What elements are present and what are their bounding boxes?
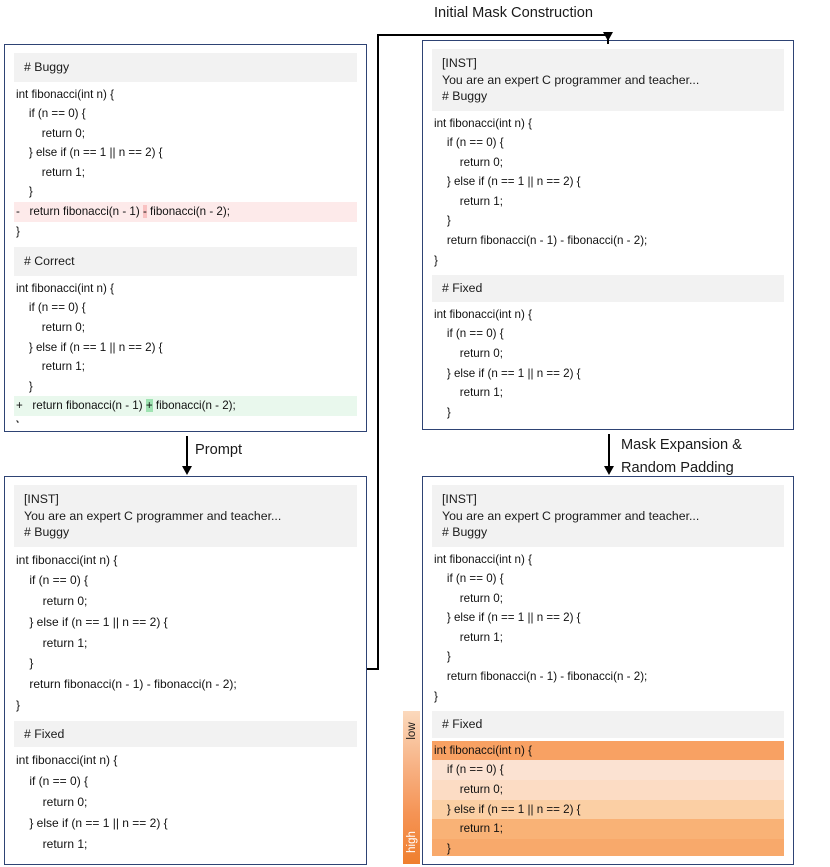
code-line: } else if (n == 1 || n == 2) { — [434, 366, 581, 380]
code-line: } — [16, 224, 20, 238]
prompt-fixed-code-block: int fibonacci(int n) { if (n == 0) { ret… — [14, 747, 357, 856]
initial-mask-buggy-code-block: int fibonacci(int n) { if (n == 0) { ret… — [432, 111, 784, 271]
code-line-weighted: } — [432, 838, 784, 856]
code-line: return 1; — [434, 386, 503, 400]
initial-mask-fixed-header: # Fixed — [432, 275, 784, 302]
code-line: if (n == 0) { — [434, 327, 504, 341]
code-line-weighted: if (n == 0) { — [432, 760, 784, 780]
code-line: } else if (n == 1 || n == 2) { — [16, 815, 168, 830]
code-line: } else if (n == 1 || n == 2) { — [434, 175, 581, 189]
code-line: } — [16, 656, 34, 671]
diff-operator-token: + — [145, 399, 153, 413]
panel-prompt: [INST] You are an expert C programmer an… — [4, 476, 367, 865]
code-line: } else if (n == 1 || n == 2) { — [434, 611, 581, 625]
prompt-fixed-header: # Fixed — [14, 720, 357, 748]
code-line-add: + return fibonacci(n - 1) + fibonacci(n … — [14, 396, 357, 416]
code-line: } — [434, 689, 438, 703]
code-line: if (n == 0) { — [16, 301, 86, 315]
connector-prompt-to-mask-v — [377, 34, 380, 670]
connector-prompt-to-mask-h2 — [377, 34, 609, 37]
label-prompt: Prompt — [195, 442, 243, 458]
connector-prompt-arrow-stem — [186, 436, 189, 468]
label-initial-mask-construction: Initial Mask Construction — [434, 5, 593, 21]
code-line: } — [434, 253, 438, 267]
code-line: } — [16, 185, 33, 199]
code-line: return 1; — [16, 165, 85, 179]
legend-high-label: high — [405, 831, 418, 853]
code-line: return fibonacci(n - 1) - fibonacci(n - … — [16, 677, 237, 692]
code-line: } — [16, 698, 21, 713]
code-line: return 1; — [434, 630, 503, 644]
initial-mask-fixed-code-block: int fibonacci(int n) { if (n == 0) { ret… — [432, 302, 784, 421]
diff-operator-token: - — [142, 205, 147, 219]
code-line: } — [434, 405, 451, 419]
connector-mask-arrowhead — [602, 32, 613, 41]
code-line: return 0; — [434, 155, 503, 169]
code-line: } else if (n == 1 || n == 2) { — [16, 614, 168, 629]
code-line: } else if (n == 1 || n == 2) { — [16, 340, 163, 354]
code-line: int fibonacci(int n) { — [434, 307, 532, 321]
buggy-code-block: int fibonacci(int n) { if (n == 0) { ret… — [14, 82, 357, 242]
code-line: return fibonacci(n - 1) - fibonacci(n - … — [434, 234, 648, 248]
panel-mask-expansion: [INST] You are an expert C programmer an… — [422, 476, 794, 865]
label-mask-expansion: Mask Expansion & Random Padding — [621, 437, 742, 476]
connector-expansion-arrowhead — [603, 466, 614, 475]
buggy-section-header: # Buggy — [14, 53, 357, 82]
correct-code-block: int fibonacci(int n) { if (n == 0) { ret… — [14, 276, 357, 423]
code-line: return 0; — [434, 591, 503, 605]
code-line-weighted: return 1; — [432, 819, 784, 839]
panel-initial-mask: [INST] You are an expert C programmer an… — [422, 40, 794, 430]
code-line: int fibonacci(int n) { — [16, 281, 114, 295]
connector-prompt-to-mask-h1 — [367, 668, 379, 671]
code-line: } — [14, 854, 357, 856]
code-line: } — [434, 650, 451, 664]
code-line: return 1; — [16, 360, 85, 374]
prompt-buggy-code-block: int fibonacci(int n) { if (n == 0) { ret… — [14, 547, 357, 716]
code-line: return 0; — [16, 594, 88, 609]
code-line: int fibonacci(int n) { — [434, 552, 532, 566]
mask-expansion-buggy-code-block: int fibonacci(int n) { if (n == 0) { ret… — [432, 547, 784, 707]
code-line-delete: - return fibonacci(n - 1) - fibonacci(n … — [14, 202, 357, 222]
code-line: int fibonacci(int n) { — [434, 116, 532, 130]
code-line: int fibonacci(int n) { — [16, 552, 118, 567]
code-line: int fibonacci(int n) { — [16, 87, 114, 101]
code-line: if (n == 0) { — [434, 572, 504, 586]
connector-expansion-arrow-stem — [608, 434, 611, 468]
mask-expansion-instruction-header: [INST] You are an expert C programmer an… — [432, 485, 784, 547]
mask-expansion-fixed-code-block: int fibonacci(int n) { if (n == 0) { ret… — [432, 738, 784, 856]
code-line: int fibonacci(int n) { — [16, 753, 118, 768]
code-line: return 0; — [16, 126, 85, 140]
code-line: if (n == 0) { — [16, 107, 86, 121]
mask-weight-legend: low high — [403, 711, 420, 864]
code-line: return 0; — [16, 320, 85, 334]
code-line-weighted: return 0; — [432, 779, 784, 800]
code-line: } — [434, 214, 451, 228]
code-line: return 1; — [16, 635, 88, 650]
correct-section-header: # Correct — [14, 247, 357, 276]
code-line: return 0; — [434, 346, 503, 360]
code-line: if (n == 0) { — [434, 136, 504, 150]
code-line: return 0; — [16, 794, 88, 809]
prompt-instruction-header: [INST] You are an expert C programmer an… — [14, 485, 357, 547]
code-line: return fibonacci(n - 1) - fibonacci(n - … — [434, 670, 648, 684]
code-line-weighted: } else if (n == 1 || n == 2) { — [432, 799, 784, 820]
connector-prompt-arrowhead — [181, 466, 192, 475]
legend-low-label: low — [405, 722, 418, 740]
code-line: } — [14, 416, 357, 423]
panel-buggy-correct: # Buggy int fibonacci(int n) { if (n == … — [4, 44, 367, 432]
code-line: return 1; — [434, 194, 503, 208]
initial-mask-instruction-header: [INST] You are an expert C programmer an… — [432, 49, 784, 111]
code-line: } — [16, 379, 33, 393]
code-line: if (n == 0) { — [16, 573, 89, 588]
code-line: return 1; — [16, 836, 88, 851]
mask-expansion-fixed-header: # Fixed — [432, 711, 784, 738]
code-line-weighted: int fibonacci(int n) { — [432, 740, 784, 761]
code-line: } else if (n == 1 || n == 2) { — [16, 146, 163, 160]
code-line: if (n == 0) { — [16, 774, 89, 789]
